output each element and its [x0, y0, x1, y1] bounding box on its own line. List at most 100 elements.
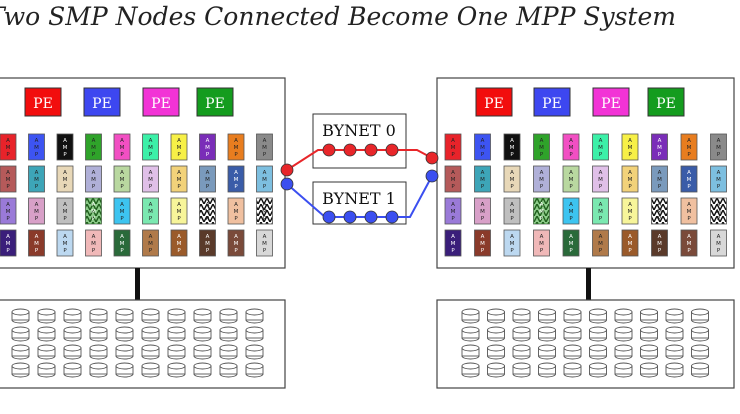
amp-label-letter: P [206, 248, 210, 254]
amp-label-letter: M [34, 145, 39, 151]
amp-label-letter: P [510, 152, 514, 158]
amp-label-letter: P [92, 184, 96, 190]
amp-label-letter: M [6, 177, 11, 183]
amp-label-letter: A [177, 234, 181, 240]
amp: AMP [680, 197, 698, 225]
amp-label-letter: P [35, 248, 39, 254]
amp: AMP [592, 229, 609, 257]
amp-label-letter: A [540, 234, 544, 240]
amp: AMP [503, 133, 521, 161]
amp-label-letter: A [599, 138, 603, 144]
disk [589, 326, 607, 342]
disk [115, 362, 134, 378]
amp-label-letter: M [687, 241, 692, 247]
amp-label-letter: P [717, 216, 721, 222]
amp-label-letter: A [628, 138, 632, 144]
amp-label-letter: P [6, 216, 10, 222]
amp-label-letter: P [149, 216, 153, 222]
disk [141, 344, 160, 360]
amp-label-letter: A [63, 170, 67, 176]
disk [487, 326, 505, 342]
disk [640, 308, 658, 324]
amp-label-letter: M [262, 177, 267, 183]
amp-label-letter: A [149, 138, 153, 144]
amp-label-letter: P [35, 184, 39, 190]
amp: AMP [592, 133, 609, 161]
disk [193, 326, 212, 342]
disk [538, 362, 556, 378]
amp: AMP [28, 229, 45, 257]
amp-label-letter: A [540, 202, 544, 208]
disk [487, 344, 505, 360]
amp-label-letter: P [234, 184, 238, 190]
amp-label-letter: M [34, 209, 39, 215]
amp-label-letter: P [120, 216, 124, 222]
amp: AMP [256, 133, 273, 161]
amp-label-letter: A [569, 170, 573, 176]
disk [63, 308, 82, 324]
amp-label-letter: A [687, 202, 691, 208]
amp-label-letter: M [91, 209, 96, 215]
amp: AMP [142, 229, 159, 257]
disk [589, 344, 607, 360]
disk [538, 344, 556, 360]
amp-label-letter: M [480, 145, 485, 151]
bynet-1-port [280, 177, 294, 191]
amp-label-letter: A [6, 234, 10, 240]
amp-label-letter: M [6, 145, 11, 151]
amp-label-letter: A [263, 234, 267, 240]
pe-4: PE [196, 87, 234, 117]
amp: AMP [651, 197, 668, 225]
amp: AMP [142, 165, 159, 193]
amp-label-letter: M [569, 241, 574, 247]
amp-label-letter: A [206, 170, 210, 176]
disk [538, 308, 556, 324]
amp: AMP [28, 197, 45, 225]
disk [512, 362, 531, 378]
amp-label-letter: A [6, 202, 10, 208]
page-title: Two SMP Nodes Connected Become One MPP S… [0, 2, 676, 31]
amp: AMP [170, 229, 188, 257]
amp-label-letter: M [63, 177, 68, 183]
amp: AMP [562, 133, 580, 161]
amp: AMP [0, 133, 17, 161]
amp-label-letter: A [717, 202, 721, 208]
amp-label-letter: M [569, 209, 574, 215]
disk [640, 344, 658, 360]
amp-label-letter: M [6, 209, 11, 215]
disk [512, 344, 531, 360]
amp-label-letter: A [92, 202, 96, 208]
disk [193, 344, 212, 360]
pe-label: PE [601, 96, 621, 112]
pe-label: PE [205, 96, 225, 112]
amp: AMP [533, 197, 550, 225]
amp: AMP [474, 165, 491, 193]
pe-label: PE [92, 96, 112, 112]
amp: AMP [85, 165, 102, 193]
amp-label-letter: P [540, 184, 544, 190]
amp-label-letter: P [206, 184, 210, 190]
amp: AMP [199, 133, 216, 161]
bynet-0-port [425, 151, 439, 165]
amp-label-letter: P [92, 216, 96, 222]
amp-label-letter: M [539, 241, 544, 247]
bynet-1-node [343, 210, 357, 224]
amp-label-letter: A [481, 202, 485, 208]
disk [614, 344, 633, 360]
pe-label: PE [542, 96, 562, 112]
amp-label-letter: P [6, 184, 10, 190]
amp-label-letter: P [599, 216, 603, 222]
disk [115, 308, 134, 324]
disk [665, 344, 684, 360]
amp-label-letter: P [687, 248, 691, 254]
disk [11, 326, 30, 342]
amp-label-letter: M [451, 241, 456, 247]
amp: AMP [651, 165, 668, 193]
amp: AMP [85, 229, 102, 257]
disk [691, 344, 709, 360]
disk [141, 326, 160, 342]
disk [167, 308, 186, 324]
amp-label-letter: M [716, 177, 721, 183]
amp: AMP [680, 229, 698, 257]
amp-label-letter: A [481, 170, 485, 176]
